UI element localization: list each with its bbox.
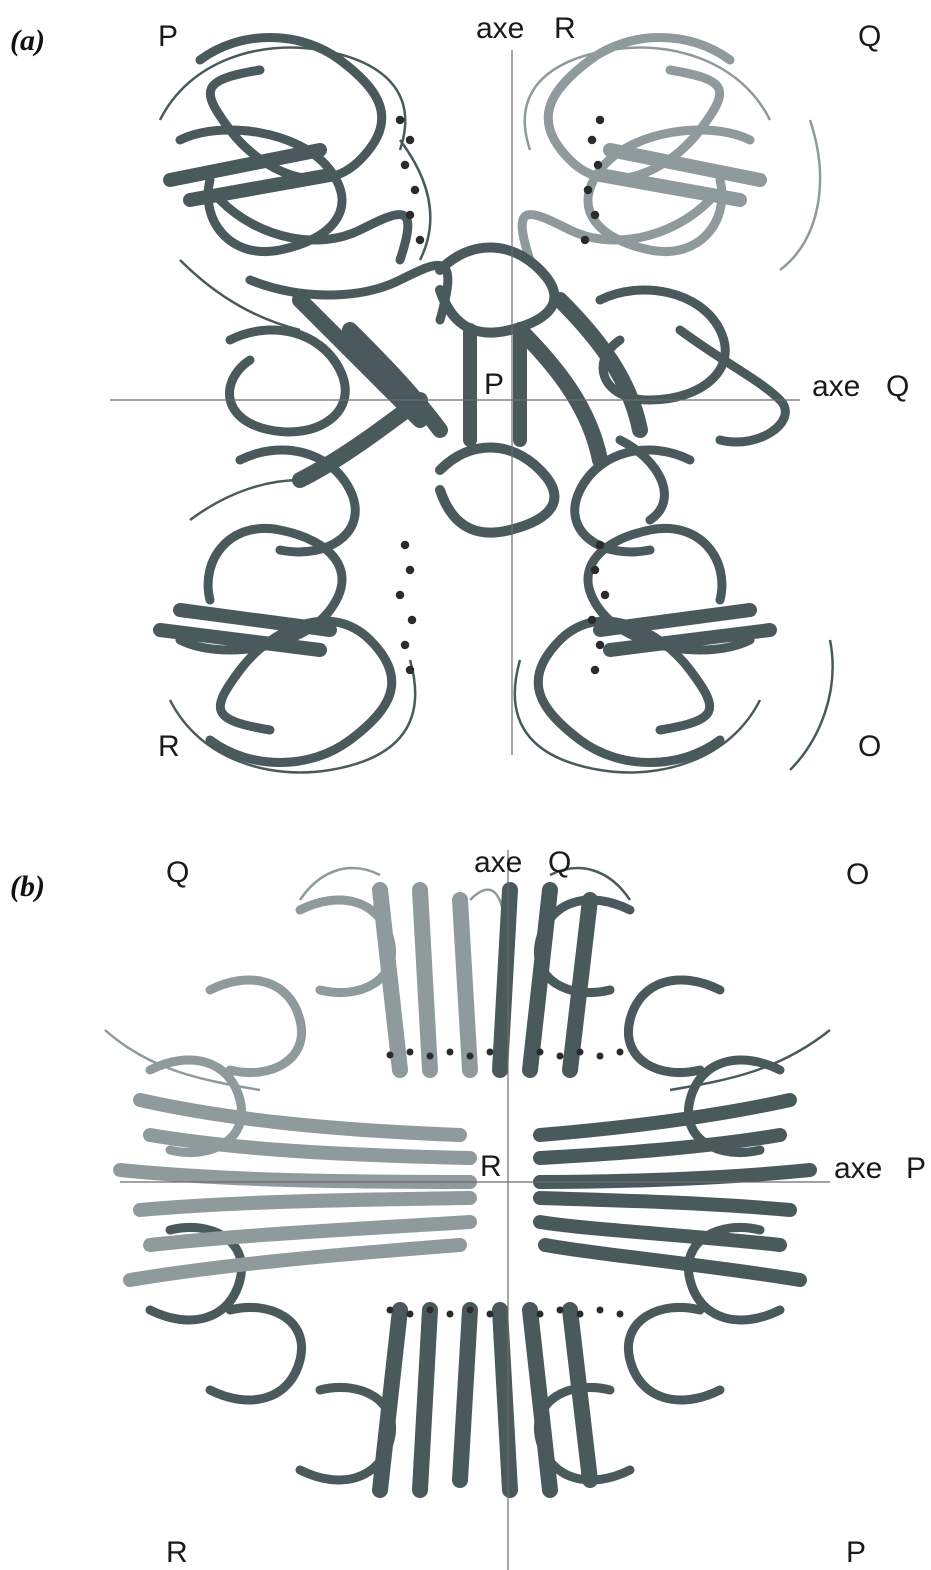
subunit-p-ribbon: [170, 38, 448, 432]
horizontal-axis-letter: Q: [886, 372, 909, 402]
vertical-axis-label: axe: [476, 14, 524, 44]
horizontal-axis-label: axe: [834, 1154, 882, 1184]
horizontal-axis-label: axe: [812, 372, 860, 402]
corner-label-top-left: Q: [166, 858, 189, 888]
subunit-q-sheet: [120, 1100, 470, 1182]
corner-label-bottom-right: P: [846, 1538, 866, 1568]
panel-a: (a) P Q R O axe R axe Q P: [0, 0, 931, 790]
subunit-r-ribbon: [160, 400, 420, 763]
center-axis-label: P: [484, 370, 504, 400]
panel-b-tag: (b): [10, 872, 45, 902]
vertical-axis-letter: Q: [548, 848, 571, 878]
horizontal-axis-letter: P: [906, 1154, 926, 1184]
corner-label-bottom-left: R: [158, 732, 180, 762]
subunit-p-sheet: [540, 1198, 800, 1280]
corner-label-top-right: O: [846, 860, 869, 890]
subunit-q-core-ribbon: [520, 290, 785, 520]
subunit-o-sheet: [540, 1100, 810, 1182]
protein-structure-side-view: [0, 790, 931, 1570]
subunit-o-thin-loops: [515, 640, 833, 772]
corner-label-bottom-right: O: [858, 732, 881, 762]
corner-label-top-right: Q: [858, 22, 881, 52]
subunit-q-thin-loops: [105, 868, 505, 1090]
center-axis-label: R: [480, 1152, 502, 1182]
vertical-axis-label: axe: [474, 848, 522, 878]
subunit-r-sheet: [130, 1198, 470, 1280]
subunit-o-ribbon: [538, 450, 770, 763]
corner-label-top-left: P: [158, 22, 178, 52]
corner-label-bottom-left: R: [166, 1538, 188, 1568]
protein-structure-top-view: [0, 0, 931, 790]
panel-a-tag: (a): [10, 26, 45, 56]
vertical-axis-letter: R: [554, 14, 576, 44]
panel-b: (b) Q O R P axe Q axe P R: [0, 790, 931, 1570]
